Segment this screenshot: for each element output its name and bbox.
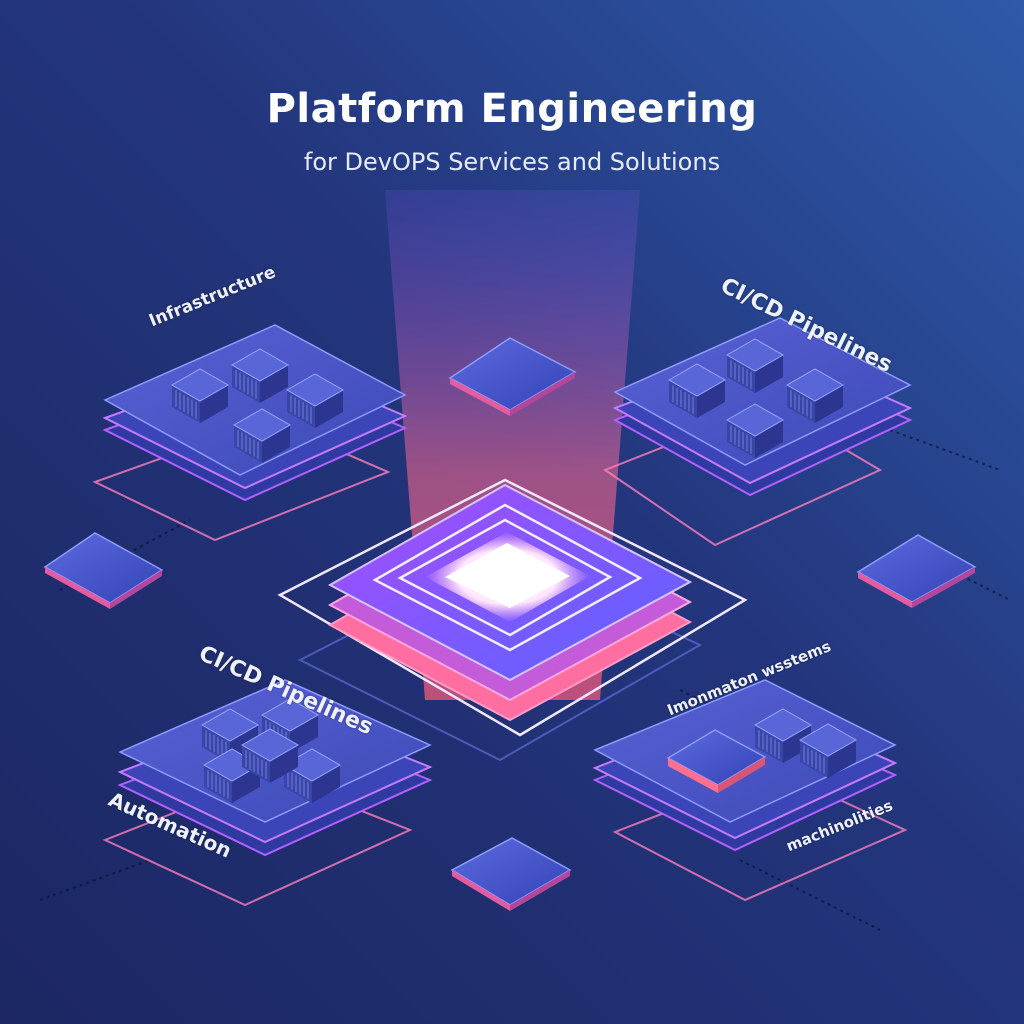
server-block-side (755, 725, 783, 763)
page-subtitle: for DevOPS Services and Solutions (303, 148, 721, 176)
server-block (240, 728, 300, 762)
server-block-side (270, 745, 298, 783)
server-block-side (669, 380, 697, 418)
server-block-side (172, 385, 200, 423)
glowing-chip (666, 729, 767, 793)
server-block-side (800, 740, 828, 778)
server-block-side (204, 765, 232, 803)
page-title: Platform Engineering (266, 86, 758, 132)
server-block-side (284, 765, 312, 803)
server-block (753, 708, 813, 742)
server-block-side (287, 390, 315, 428)
server-block (232, 408, 292, 442)
server-blocks (170, 338, 858, 803)
server-block-side (262, 425, 290, 463)
server-block-side (242, 745, 270, 783)
server-block (285, 373, 345, 407)
server-block-side (260, 365, 288, 403)
server-block (260, 698, 320, 732)
server-block-side (234, 425, 262, 463)
server-block-side (828, 740, 856, 778)
server-block-side (727, 355, 755, 393)
server-block-side (783, 725, 811, 763)
server-block-side (202, 725, 230, 763)
server-block-side (697, 380, 725, 418)
server-block-side (200, 385, 228, 423)
server-block (725, 338, 785, 372)
central-core (277, 478, 748, 762)
server-block-side (815, 385, 843, 423)
floating-chip-right (856, 534, 977, 608)
server-block-side (727, 420, 755, 458)
server-block-side (755, 420, 783, 458)
server-block-side (290, 715, 318, 753)
server-block-side (312, 765, 340, 803)
server-block-side (232, 365, 260, 403)
server-block-side (315, 390, 343, 428)
server-block-side (232, 765, 260, 803)
server-block (200, 708, 260, 742)
server-block-side (755, 355, 783, 393)
floating-chip-top (448, 337, 577, 416)
server-block (230, 348, 290, 382)
server-block (725, 403, 785, 437)
floating-chip-bottom (450, 837, 572, 911)
server-block (785, 368, 845, 402)
floating-chip-left (43, 532, 164, 609)
server-block-side (787, 385, 815, 423)
server-block (798, 723, 858, 757)
server-block (170, 368, 230, 402)
server-block (667, 363, 727, 397)
